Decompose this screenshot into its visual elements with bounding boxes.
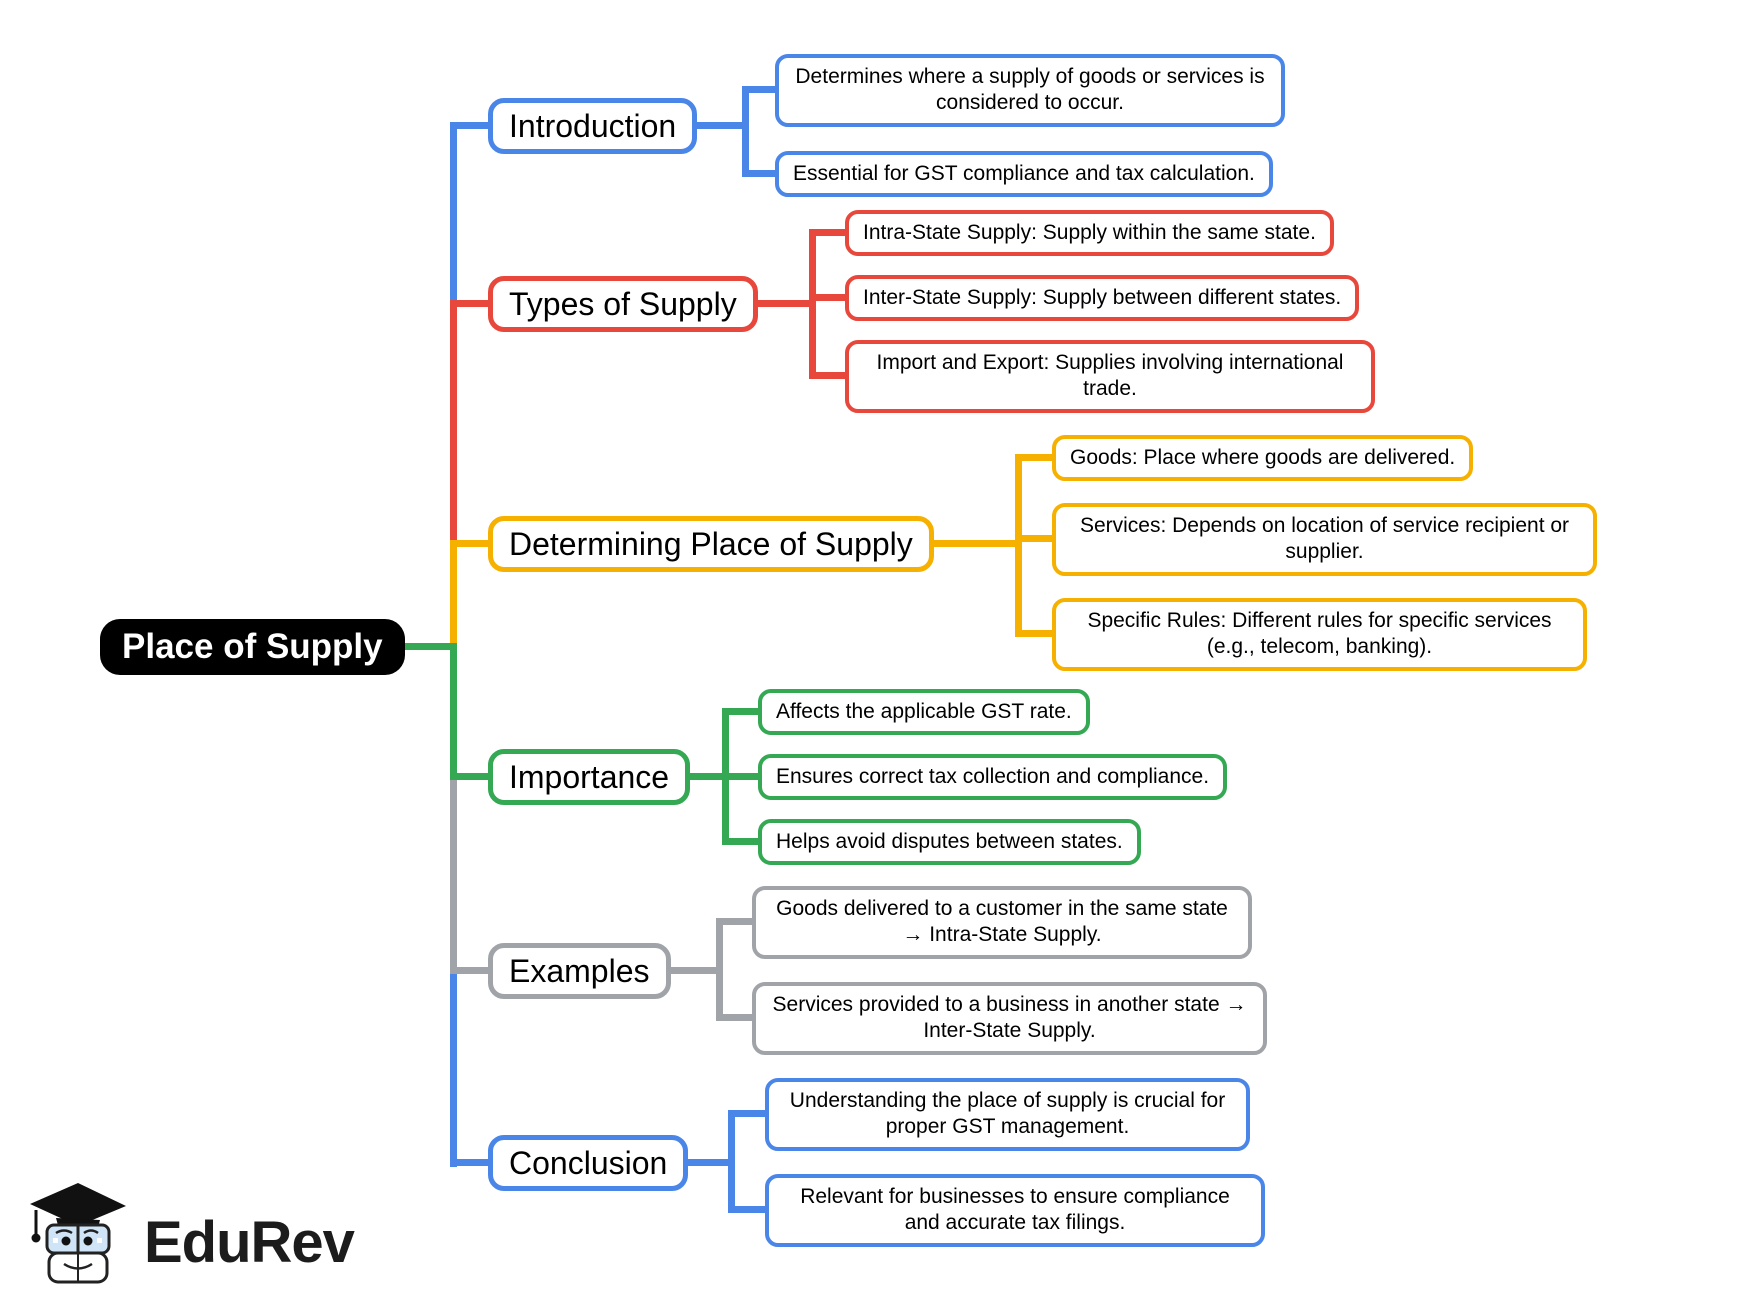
- connector-determining-child2: [1015, 535, 1066, 542]
- trunk-segment-importance: [450, 643, 457, 781]
- connector-determining-childtrunk: [1015, 454, 1022, 637]
- connector-examples-child1: [716, 918, 766, 925]
- connector-conclusion-parent: [650, 1159, 735, 1166]
- connector-conclusion-childtrunk: [728, 1110, 735, 1213]
- edurev-wordmark: EduRev: [144, 1210, 355, 1275]
- child-node: Ensures correct tax collection and compl…: [758, 754, 1228, 801]
- branch-node-introduction: Introduction: [488, 98, 698, 155]
- trunk-segment-types: [450, 300, 457, 547]
- child-node: Goods delivered to a customer in the sam…: [752, 886, 1252, 959]
- child-node: Relevant for businesses to ensure compli…: [765, 1174, 1265, 1247]
- connector-introduction-child1: [742, 86, 790, 93]
- child-node: Goods: Place where goods are delivered.: [1052, 435, 1474, 482]
- connector-examples-parent: [620, 967, 723, 974]
- trunk-segment-introduction: [450, 122, 457, 311]
- connector-importance-child3: [722, 838, 772, 845]
- connector-types-child1: [809, 229, 859, 236]
- branch-node-conclusion: Conclusion: [488, 1135, 689, 1192]
- connector-examples-childtrunk: [716, 918, 723, 1021]
- connector-determining-child1: [1015, 454, 1066, 461]
- connector-importance-child2: [722, 773, 772, 780]
- connector-introduction-childtrunk: [742, 86, 749, 177]
- child-node: Inter-State Supply: Supply between diffe…: [845, 275, 1360, 322]
- connector-examples-child2: [716, 1014, 766, 1021]
- connector-types-childtrunk: [809, 229, 816, 379]
- connector-importance-stub: [450, 773, 500, 780]
- connector-types-child2: [809, 294, 859, 301]
- branch-node-importance: Importance: [488, 749, 691, 806]
- branch-node-types-of-supply: Types of Supply: [488, 276, 758, 333]
- connector-determining-stub: [450, 540, 500, 547]
- edurev-mascot-icon: [26, 1168, 130, 1291]
- connector-examples-stub: [450, 967, 500, 974]
- child-node: Affects the applicable GST rate.: [758, 689, 1090, 736]
- child-node: Services provided to a business in anoth…: [752, 982, 1267, 1055]
- child-node: Essential for GST compliance and tax cal…: [775, 151, 1273, 198]
- connector-types-parent: [700, 300, 816, 307]
- connector-types-stub: [450, 300, 500, 307]
- connector-conclusion-child1: [728, 1110, 779, 1117]
- trunk-segment-examples: [450, 773, 457, 975]
- child-node: Determines where a supply of goods or se…: [775, 54, 1285, 127]
- child-node: Understanding the place of supply is cru…: [765, 1078, 1250, 1151]
- connector-root: [400, 643, 457, 650]
- trunk-segment-conclusion: [450, 967, 457, 1167]
- connector-determining-child3: [1015, 630, 1066, 637]
- child-node: Helps avoid disputes between states.: [758, 819, 1141, 866]
- connector-introduction-stub: [450, 122, 500, 129]
- branch-node-determining-place-of-supply: Determining Place of Supply: [488, 516, 934, 573]
- root-node: Place of Supply: [100, 619, 405, 675]
- connector-determining-parent: [900, 540, 1022, 547]
- child-node: Import and Export: Supplies involving in…: [845, 340, 1375, 413]
- trunk-segment-determining: [450, 540, 457, 651]
- edurev-logo: EduRev: [26, 1168, 355, 1291]
- child-node: Specific Rules: Different rules for spec…: [1052, 598, 1587, 671]
- connector-importance-child1: [722, 708, 772, 715]
- branch-node-examples: Examples: [488, 943, 671, 1000]
- child-node: Intra-State Supply: Supply within the sa…: [845, 210, 1334, 257]
- connector-conclusion-child2: [728, 1206, 779, 1213]
- connector-types-child3: [809, 372, 859, 379]
- connector-introduction-child2: [742, 170, 790, 177]
- connector-conclusion-stub: [450, 1159, 500, 1166]
- child-node: Services: Depends on location of service…: [1052, 503, 1597, 576]
